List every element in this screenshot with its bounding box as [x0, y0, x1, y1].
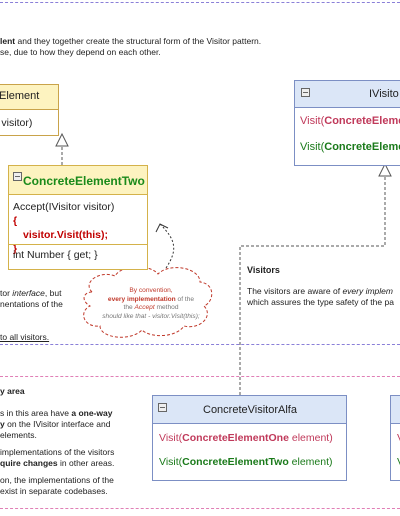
- concrete-visitor-alfa-header: ConcreteVisitorAlfa: [153, 396, 346, 424]
- top-separator: [0, 2, 400, 3]
- left-notes-line3: to all visitors.: [0, 332, 50, 342]
- collapse-icon: [158, 403, 167, 412]
- beta-visit-two: V: [397, 456, 400, 468]
- number-property: int Number { get; }: [13, 249, 98, 261]
- intro-line1: and they together create the structural …: [15, 36, 262, 46]
- ivisitor-method-one: Visit(ConcreteEleme: [300, 115, 400, 127]
- concrete-element-two-header: ConcreteElementTwo: [9, 166, 147, 195]
- convention-note: By convention, every implementation of t…: [88, 287, 214, 321]
- member-separator: [9, 244, 147, 245]
- concrete-element-two-title: ConcreteElementTwo: [23, 174, 145, 188]
- intro-bold: lent: [0, 36, 16, 46]
- ivisitor-header: IVisito: [295, 81, 400, 108]
- visitors-description: The visitors are aware of every implem w…: [247, 286, 394, 307]
- brace-close: }: [13, 243, 18, 255]
- ivisitor-interface-box: IVisito Visit(ConcreteEleme Visit(Concre…: [294, 80, 400, 166]
- ivisitor-method-two: Visit(ConcreteEleme: [300, 141, 400, 153]
- note-line4: should like that - visitor.Visit(this);: [102, 312, 200, 320]
- accept-body: visitor.Visit(this);: [23, 229, 108, 241]
- brace-open: {: [13, 215, 18, 227]
- left-notes: tor interface, but nentations of the: [0, 288, 63, 309]
- ivisitor-title: IVisito: [369, 88, 399, 100]
- note-line3: the Accept method: [123, 304, 179, 312]
- concrete-visitor-alfa-box: ConcreteVisitorAlfa Visit(ConcreteElemen…: [152, 395, 347, 481]
- concrete-element-two-box: ConcreteElementTwo Accept(IVisitor visit…: [8, 165, 148, 270]
- middle-separator: [0, 344, 400, 345]
- note-line2: every implementation of the: [107, 295, 195, 303]
- intro-line2: se, due to how they depend on each other…: [0, 47, 161, 57]
- note-line1: By convention,: [129, 287, 173, 294]
- visitor-area-heading: y area: [0, 386, 25, 396]
- collapse-icon: [301, 88, 310, 97]
- alfa-visit-one: Visit(ConcreteElementOne element): [159, 432, 333, 444]
- concrete-visitor-beta-header: [391, 396, 400, 424]
- element-interface-box: Element r visitor): [0, 84, 59, 136]
- collapse-icon: [13, 172, 22, 181]
- visitor-area-description: s in this area have a one-way y on the I…: [0, 408, 115, 496]
- concrete-visitor-alfa-title: ConcreteVisitorAlfa: [203, 404, 297, 416]
- element-header: Element: [0, 85, 58, 110]
- visitors-heading: Visitors: [247, 265, 280, 275]
- beta-visit-one: V: [397, 432, 400, 444]
- element-member: r visitor): [0, 117, 33, 129]
- visitor-area-bottom-border: [0, 508, 400, 509]
- visitor-area-top-border: [0, 376, 400, 377]
- concrete-visitor-beta-box: V V: [390, 395, 400, 481]
- alfa-visit-two: Visit(ConcreteElementTwo element): [159, 456, 333, 468]
- intro-text: lent and they together create the struct…: [0, 36, 400, 58]
- accept-signature: Accept(IVisitor visitor): [13, 201, 115, 213]
- accept-method: Accept(IVisitor visitor) { visitor.Visit…: [13, 200, 114, 256]
